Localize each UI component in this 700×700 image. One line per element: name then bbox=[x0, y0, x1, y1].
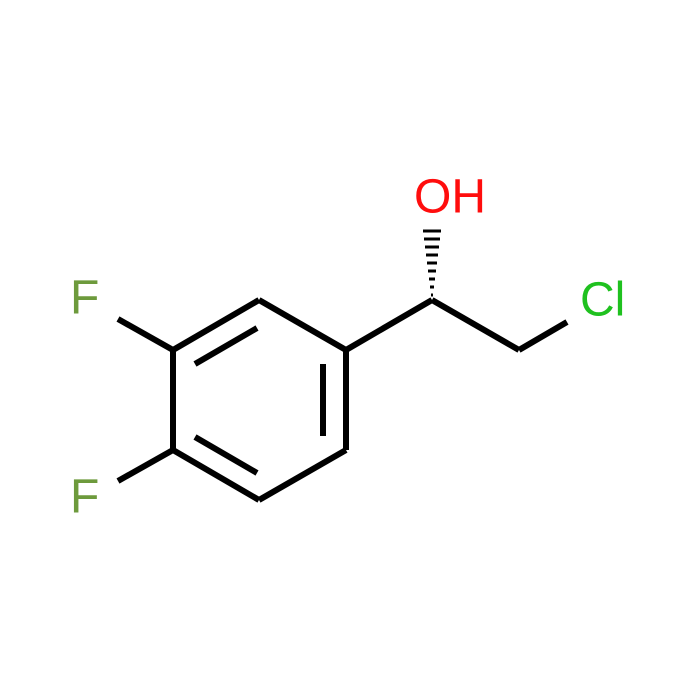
bond-c3-to-f bbox=[116, 447, 175, 484]
atom-label-hydroxyl: OH bbox=[414, 171, 486, 224]
ring-bond-c1-c2 bbox=[171, 297, 261, 353]
ring-bond-c4-c5 bbox=[257, 447, 348, 503]
ring-bond-c1-c2-inner bbox=[193, 325, 259, 367]
ring-bond-c6-c1 bbox=[257, 297, 348, 353]
ring-bond-c3-c4-inner bbox=[193, 434, 259, 476]
atom-label-chlorine: Cl bbox=[580, 274, 625, 327]
bond-carbinol-to-ch2 bbox=[430, 297, 521, 353]
atom-label-fluorine-4: F bbox=[70, 471, 99, 524]
atom-label-fluorine-3: F bbox=[70, 272, 99, 325]
bond-c2-to-f bbox=[116, 316, 175, 353]
bond-ch2-to-cl bbox=[517, 319, 569, 353]
hashed-wedge-bond bbox=[423, 229, 441, 297]
bond-ring-to-carbinol bbox=[344, 297, 434, 353]
ring-bond-c3-c4 bbox=[171, 447, 261, 503]
